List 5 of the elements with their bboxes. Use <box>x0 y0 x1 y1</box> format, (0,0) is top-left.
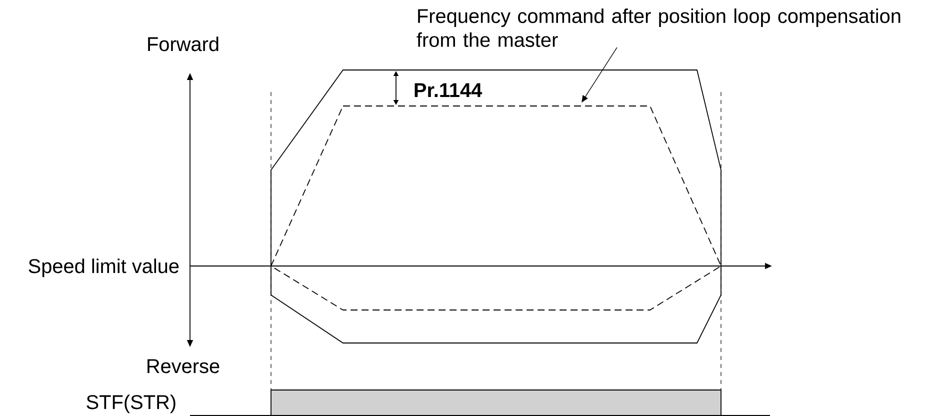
axis-label: Reverse <box>148 359 220 374</box>
callout-text: Frequency command after position loop compensation from the master <box>416 8 900 47</box>
axis-label: Speed limit value <box>28 258 179 278</box>
axis-label: STF(STR) <box>86 394 176 414</box>
axis-label: Forward <box>148 36 218 52</box>
